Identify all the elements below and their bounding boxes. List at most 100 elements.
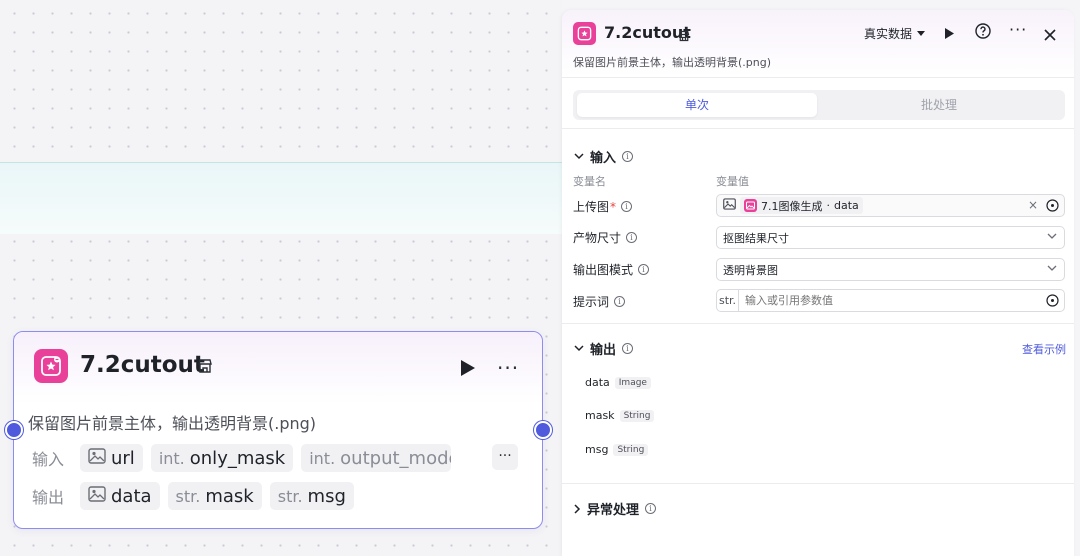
input-chip-output-mode[interactable]: int. output_mode: [301, 444, 452, 472]
node-config-panel: 7.2cutout 保留图片前景主体，输出透明背景(.png) 真实数据 ···…: [562, 10, 1074, 556]
node-title: 7.2cutout: [80, 352, 205, 378]
input-chip-only-mask[interactable]: int. only_mask: [150, 444, 294, 472]
divider: [562, 483, 1074, 484]
image-icon: [88, 447, 106, 469]
divider: [562, 323, 1074, 324]
caret-down-icon: [917, 30, 926, 36]
output-item-name: msg: [585, 443, 609, 456]
output-type-tag: String: [619, 409, 655, 422]
output-size-select[interactable]: 抠图结果尺寸: [716, 226, 1065, 249]
workflow-node-cutout[interactable]: 7.2cutout ··· 保留图片前景主体，输出透明背景(.png) 输入 u…: [5, 331, 552, 529]
output-name: mask: [205, 485, 254, 507]
info-icon: i: [614, 296, 626, 307]
reference-sep: ·: [826, 199, 831, 212]
prompt-input-field[interactable]: str.: [716, 289, 1065, 312]
clear-icon[interactable]: ×: [1027, 198, 1038, 212]
input-section-title: 输入: [590, 151, 617, 166]
output-item: data Image: [585, 376, 651, 389]
tab-single[interactable]: 单次: [577, 93, 817, 117]
variable-ref-icon[interactable]: [1046, 199, 1059, 215]
required-mark: *: [610, 199, 617, 214]
type-prefix: str.: [277, 486, 303, 506]
input-name: output_mode: [340, 447, 452, 469]
info-icon: i: [622, 151, 634, 162]
view-example-link[interactable]: 查看示例: [1022, 343, 1066, 356]
chevron-down-icon: [1047, 265, 1057, 271]
node-outputs-row: 输出 data str. mask str. msg: [32, 482, 354, 510]
select-value: 抠图结果尺寸: [723, 231, 789, 245]
info-icon: i: [626, 232, 638, 243]
plugin-icon: [573, 22, 596, 45]
image-gen-node-icon: [744, 199, 757, 212]
info-icon: i: [621, 201, 633, 212]
panel-description: 保留图片前景主体，输出透明背景(.png): [573, 56, 772, 69]
error-section-title: 异常处理: [587, 503, 640, 518]
prompt-input[interactable]: [745, 294, 1035, 307]
input-name: url: [111, 447, 135, 469]
store-icon: [197, 358, 213, 374]
type-prefix: int.: [309, 448, 336, 468]
info-icon: i: [645, 503, 657, 514]
field-label-text: 输出图模式: [573, 263, 634, 277]
chevron-down-icon: [574, 345, 584, 352]
select-value: 透明背景图: [723, 263, 778, 277]
reference-chip[interactable]: 7.1图像生成 · data: [740, 197, 863, 214]
type-prefix: int.: [158, 448, 185, 468]
close-icon[interactable]: [1044, 26, 1056, 45]
output-item: mask String: [585, 409, 655, 422]
col-header-name: 变量名: [573, 175, 606, 188]
chevron-down-icon: [1047, 233, 1057, 239]
output-chip-mask[interactable]: str. mask: [167, 482, 262, 510]
input-section-header[interactable]: 输入 i: [574, 147, 634, 166]
node-inputs-row: 输入 url int. only_mask int. output_mode: [32, 444, 452, 472]
chevron-right-icon: [574, 503, 581, 514]
panel-title: 7.2cutout: [604, 23, 691, 42]
node-more-icon[interactable]: ···: [497, 356, 520, 380]
output-section-title: 输出: [590, 343, 617, 358]
run-icon[interactable]: [944, 25, 955, 44]
more-icon[interactable]: ···: [1009, 20, 1028, 39]
output-section-header[interactable]: 输出 i: [574, 339, 634, 358]
panel-header: 7.2cutout 保留图片前景主体，输出透明背景(.png) 真实数据 ···: [562, 10, 1074, 78]
error-section-header[interactable]: 异常处理 i: [574, 499, 657, 518]
field-label-text: 提示词: [573, 295, 610, 309]
field-label-output-mode: 输出图模式 i: [573, 261, 650, 278]
output-item-name: mask: [585, 409, 615, 422]
data-mode-dropdown[interactable]: 真实数据: [864, 25, 926, 42]
output-chip-data[interactable]: data: [80, 482, 160, 510]
help-icon[interactable]: [975, 23, 991, 43]
output-chip-msg[interactable]: str. msg: [269, 482, 354, 510]
run-mode-tabs: 单次 批处理: [573, 90, 1065, 120]
chevron-down-icon: [574, 153, 584, 160]
workflow-canvas[interactable]: 7.2cutout ··· 保留图片前景主体，输出透明背景(.png) 输入 u…: [0, 0, 562, 556]
variable-ref-icon[interactable]: [1046, 294, 1059, 310]
field-label-upload-image: 上传图 * i: [573, 198, 633, 215]
node-header: [14, 332, 542, 404]
input-port[interactable]: [5, 421, 23, 439]
image-icon: [88, 485, 106, 507]
type-prefix: str.: [175, 486, 201, 506]
output-type-tag: Image: [614, 376, 651, 389]
canvas-group-band: [0, 162, 562, 234]
divider: [562, 128, 1074, 129]
col-header-value: 变量值: [716, 175, 749, 188]
more-inputs-button[interactable]: ···: [492, 444, 518, 470]
tab-batch[interactable]: 批处理: [920, 98, 957, 112]
node-output-label: 输出: [32, 488, 65, 507]
node-input-label: 输入: [32, 450, 65, 469]
type-prefix: str.: [717, 290, 739, 311]
store-icon: [678, 27, 690, 46]
input-chip-url[interactable]: url: [80, 444, 143, 472]
output-mode-select[interactable]: 透明背景图: [716, 258, 1065, 281]
node-description: 保留图片前景主体，输出透明背景(.png): [28, 414, 317, 433]
upload-image-ref-field[interactable]: 7.1图像生成 · data ×: [716, 194, 1065, 217]
info-icon: i: [638, 264, 650, 275]
info-icon: i: [622, 343, 634, 354]
plugin-icon: [34, 349, 68, 383]
output-item-name: data: [585, 376, 610, 389]
field-label-text: 上传图: [573, 200, 610, 214]
output-item: msg String: [585, 443, 649, 456]
run-node-icon[interactable]: [460, 359, 476, 381]
reference-var: data: [834, 199, 859, 212]
output-port[interactable]: [534, 421, 552, 439]
